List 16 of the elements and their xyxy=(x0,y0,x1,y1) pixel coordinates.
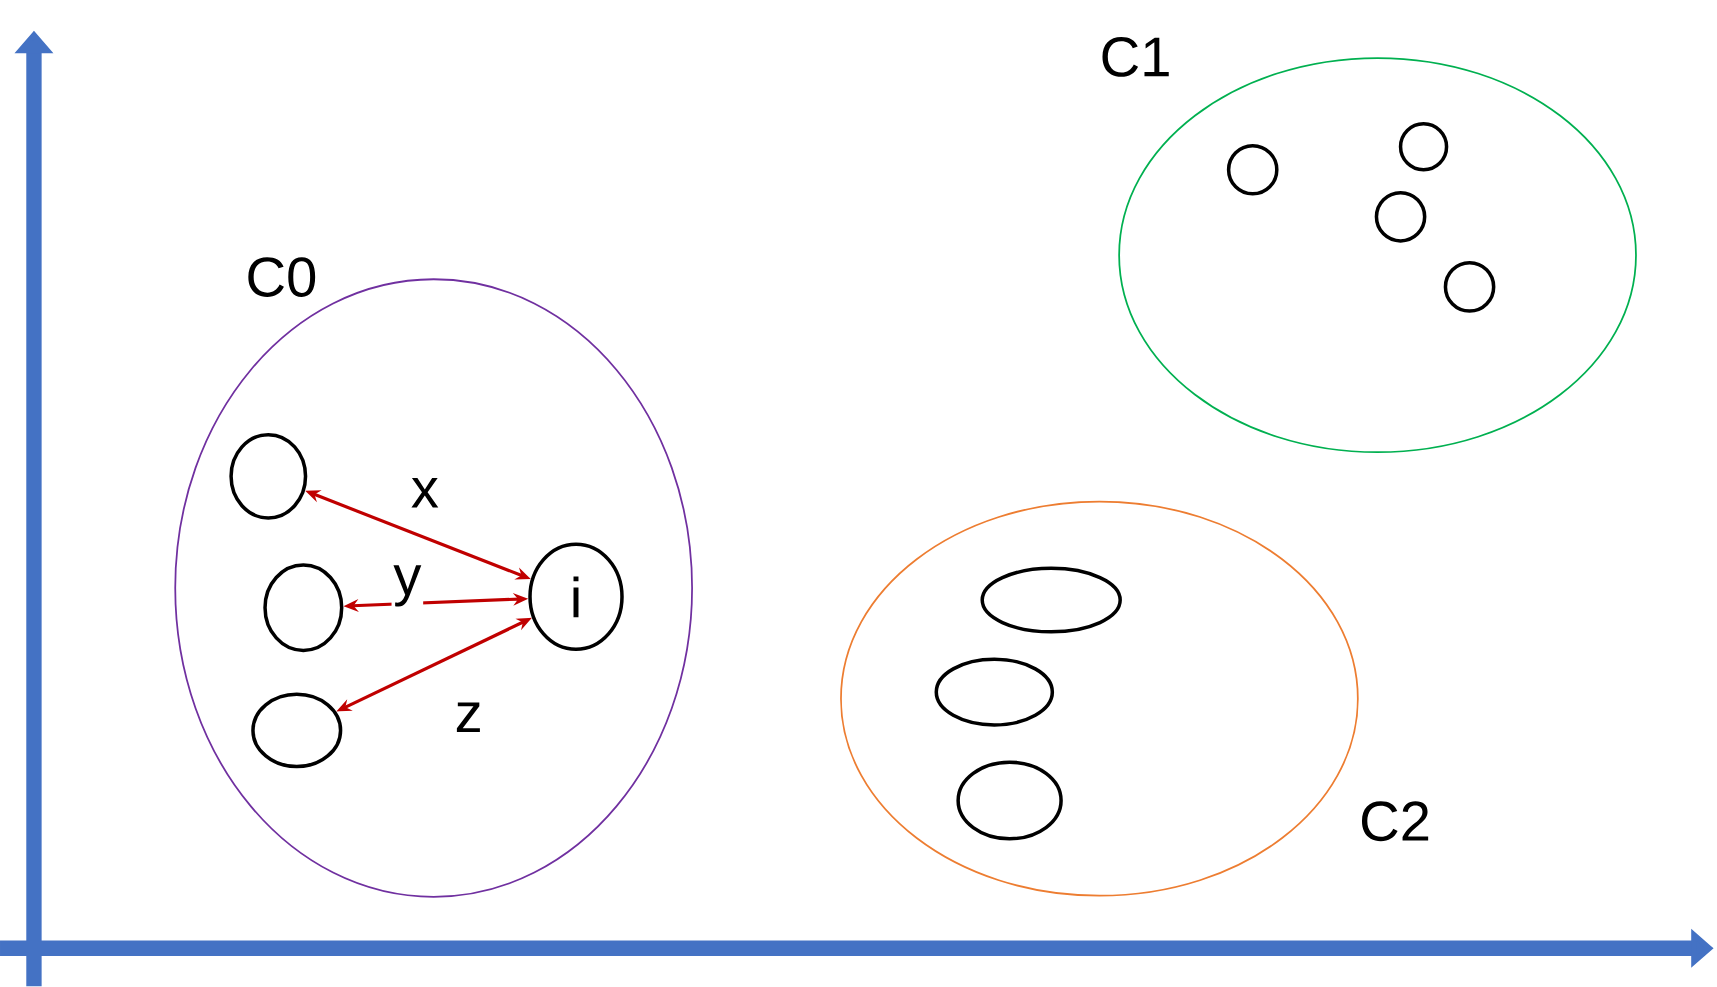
edge-label: x xyxy=(409,476,441,510)
edge-label: y xyxy=(391,563,424,609)
point-ellipse xyxy=(1374,191,1427,243)
cluster-label: C1 xyxy=(1102,37,1169,78)
edge-label: z xyxy=(452,700,485,735)
point-ellipse xyxy=(980,566,1122,634)
point-ellipse xyxy=(1226,144,1279,196)
cluster-label: C0 xyxy=(248,257,316,298)
point-ellipse xyxy=(229,433,308,520)
point-ellipse xyxy=(1398,122,1449,172)
point-ellipse xyxy=(956,760,1063,841)
cluster-label: C2 xyxy=(1362,801,1429,842)
point-ellipse xyxy=(1443,261,1496,313)
point-ellipse xyxy=(934,657,1055,727)
point-ellipse xyxy=(251,692,343,769)
point-ellipse xyxy=(263,563,344,653)
